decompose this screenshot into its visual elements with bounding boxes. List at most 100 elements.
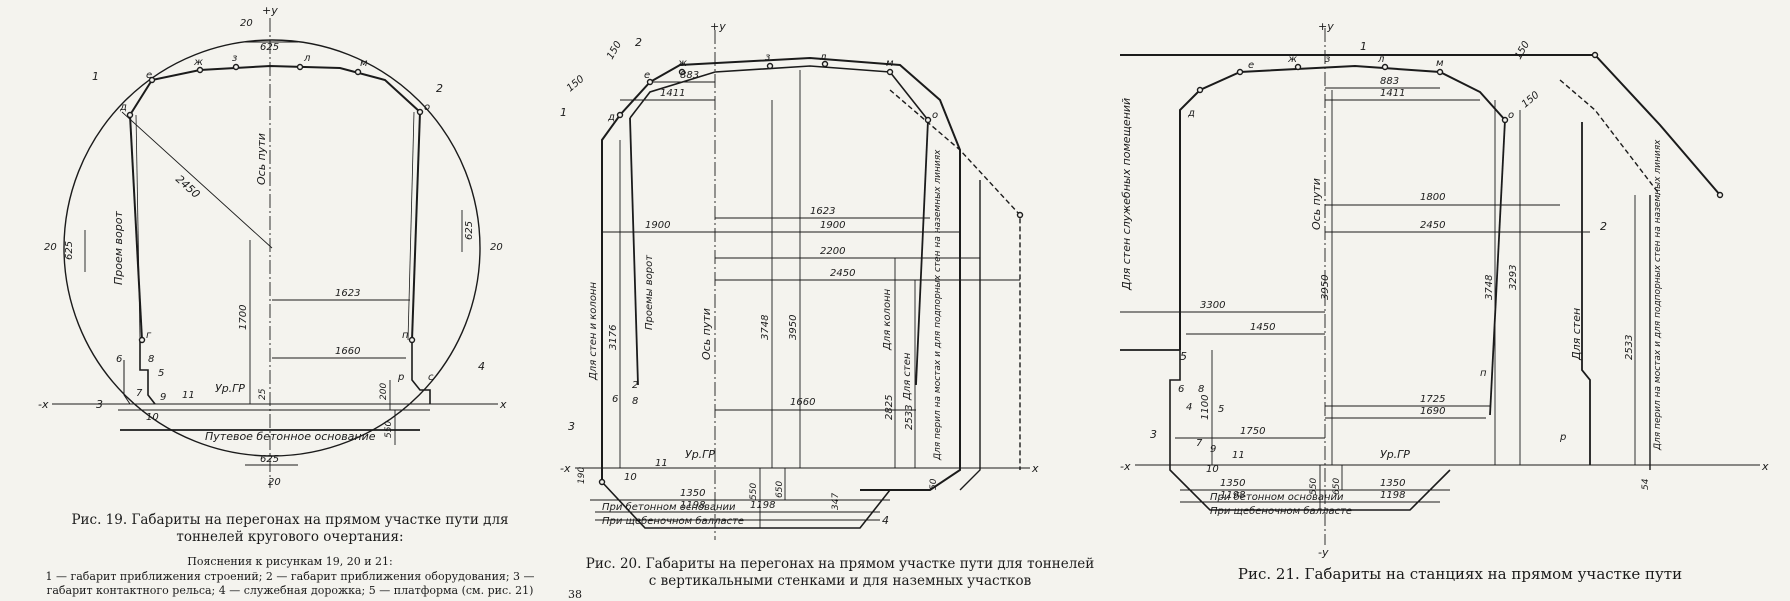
svg-text:Для перил на мостах и для подп: Для перил на мостах и для подпорных стен… xyxy=(933,149,943,461)
svg-text:2533: 2533 xyxy=(904,405,915,430)
svg-text:Проемы ворот: Проемы ворот xyxy=(644,254,655,330)
svg-text:6: 6 xyxy=(612,394,618,405)
svg-text:190: 190 xyxy=(577,467,587,484)
figure-21-caption: Рис. 21. Габариты на станциях на прямом … xyxy=(1237,565,1683,583)
svg-text:20: 20 xyxy=(268,477,281,488)
svg-text:1: 1 xyxy=(560,106,567,119)
svg-text:550: 550 xyxy=(749,483,759,500)
gauge-outline xyxy=(129,64,421,116)
fig19-base: Путевое бетонное основание xyxy=(205,430,376,443)
svg-text:1450: 1450 xyxy=(1250,322,1275,333)
svg-text:1350: 1350 xyxy=(1380,478,1405,489)
page-number: 38 xyxy=(568,588,582,601)
svg-text:2200: 2200 xyxy=(820,246,845,257)
svg-text:50: 50 xyxy=(929,478,939,490)
svg-text:9: 9 xyxy=(160,392,166,403)
svg-text:550: 550 xyxy=(384,421,394,438)
svg-text:6: 6 xyxy=(116,354,122,365)
svg-text:10: 10 xyxy=(146,412,159,423)
svg-text:2: 2 xyxy=(1600,220,1607,233)
svg-text:20: 20 xyxy=(44,242,57,253)
svg-text:x: x xyxy=(1031,462,1039,475)
svg-text:5: 5 xyxy=(1180,350,1187,363)
svg-text:625: 625 xyxy=(64,241,75,260)
fig19-axis-y: +y xyxy=(262,4,278,17)
svg-text:Для стен: Для стен xyxy=(902,352,913,401)
figure-20-caption: Рис. 20. Габариты на перегонах на прямом… xyxy=(585,556,1095,589)
svg-text:4: 4 xyxy=(1186,402,1192,413)
svg-text:Для стен служебных помещений: Для стен служебных помещений xyxy=(1120,98,1133,291)
svg-text:Для стен: Для стен xyxy=(1570,308,1583,361)
svg-text:3748: 3748 xyxy=(1484,275,1495,300)
svg-text:3: 3 xyxy=(568,420,575,433)
svg-text:1725: 1725 xyxy=(1420,394,1445,405)
svg-text:1198: 1198 xyxy=(1220,490,1245,501)
svg-text:-y: -y xyxy=(1318,546,1329,559)
svg-text:883: 883 xyxy=(1380,76,1399,87)
svg-text:г: г xyxy=(146,330,152,341)
svg-text:3748: 3748 xyxy=(760,315,771,340)
svg-text:150: 150 xyxy=(565,74,587,95)
svg-text:347: 347 xyxy=(831,493,841,510)
svg-text:Ур.ГР: Ур.ГР xyxy=(1380,448,1410,461)
svg-text:3: 3 xyxy=(96,398,103,411)
svg-text:11: 11 xyxy=(655,458,668,469)
svg-text:р: р xyxy=(397,372,404,383)
svg-text:2825: 2825 xyxy=(884,395,895,420)
svg-text:о: о xyxy=(932,110,938,121)
svg-text:д: д xyxy=(119,102,127,113)
svg-text:1100: 1100 xyxy=(1200,395,1211,420)
svg-text:200: 200 xyxy=(379,383,389,400)
svg-text:м: м xyxy=(886,58,894,69)
svg-text:л: л xyxy=(819,52,827,63)
svg-text:5: 5 xyxy=(1218,404,1224,415)
svg-text:Ось пути: Ось пути xyxy=(700,308,713,360)
svg-text:625: 625 xyxy=(260,454,279,465)
figure-19-expl-title: Пояснения к рисункам 19, 20 и 21: xyxy=(187,555,393,568)
svg-text:3: 3 xyxy=(1150,428,1157,441)
svg-text:1800: 1800 xyxy=(1420,192,1445,203)
svg-text:ж: ж xyxy=(1287,54,1297,65)
svg-text:Ось пути: Ось пути xyxy=(1310,178,1323,230)
svg-text:150: 150 xyxy=(1513,39,1532,61)
svg-text:р: р xyxy=(1559,432,1566,443)
svg-text:25: 25 xyxy=(258,388,268,400)
svg-text:з: з xyxy=(232,53,237,64)
svg-text:2450: 2450 xyxy=(830,268,855,279)
svg-text:2450: 2450 xyxy=(1420,220,1445,231)
svg-text:д: д xyxy=(607,112,615,123)
svg-text:е: е xyxy=(146,70,152,81)
svg-text:1660: 1660 xyxy=(790,397,815,408)
svg-text:11: 11 xyxy=(1232,450,1245,461)
svg-text:10: 10 xyxy=(1206,464,1219,475)
svg-text:54: 54 xyxy=(1641,478,1651,490)
svg-text:1: 1 xyxy=(1360,40,1367,53)
fig19-axis-x-pos: x xyxy=(499,398,507,411)
svg-text:1411: 1411 xyxy=(1380,88,1405,99)
figure-20-drawing: +y -x x Ось пути Проемы ворот Для стен и… xyxy=(560,20,1039,540)
svg-text:1690: 1690 xyxy=(1420,406,1445,417)
svg-text:20: 20 xyxy=(490,242,503,253)
svg-text:1350: 1350 xyxy=(1220,478,1245,489)
svg-text:1660: 1660 xyxy=(335,346,360,357)
fig19-rail-level: Ур.ГР xyxy=(215,382,245,395)
svg-text:2533: 2533 xyxy=(1624,335,1635,360)
svg-text:883: 883 xyxy=(680,70,699,81)
svg-text:550: 550 xyxy=(1309,478,1319,495)
svg-text:е: е xyxy=(644,70,650,81)
figure-19-caption: Рис. 19. Габариты на перегонах на прямом… xyxy=(71,512,509,545)
svg-text:1700: 1700 xyxy=(238,305,249,330)
svg-text:625: 625 xyxy=(464,221,475,240)
svg-text:8: 8 xyxy=(148,354,154,365)
svg-text:2: 2 xyxy=(632,380,638,391)
svg-text:+y: +y xyxy=(1318,20,1334,33)
svg-text:1623: 1623 xyxy=(810,206,835,217)
svg-text:20: 20 xyxy=(240,18,253,29)
fig19-gate: Проем ворот xyxy=(112,211,125,285)
svg-text:8: 8 xyxy=(632,396,638,407)
svg-text:2: 2 xyxy=(436,82,443,95)
svg-text:1750: 1750 xyxy=(1240,426,1265,437)
svg-text:x: x xyxy=(1761,460,1769,473)
svg-text:Для колонн: Для колонн xyxy=(882,288,893,351)
svg-text:Ур.ГР: Ур.ГР xyxy=(685,448,715,461)
